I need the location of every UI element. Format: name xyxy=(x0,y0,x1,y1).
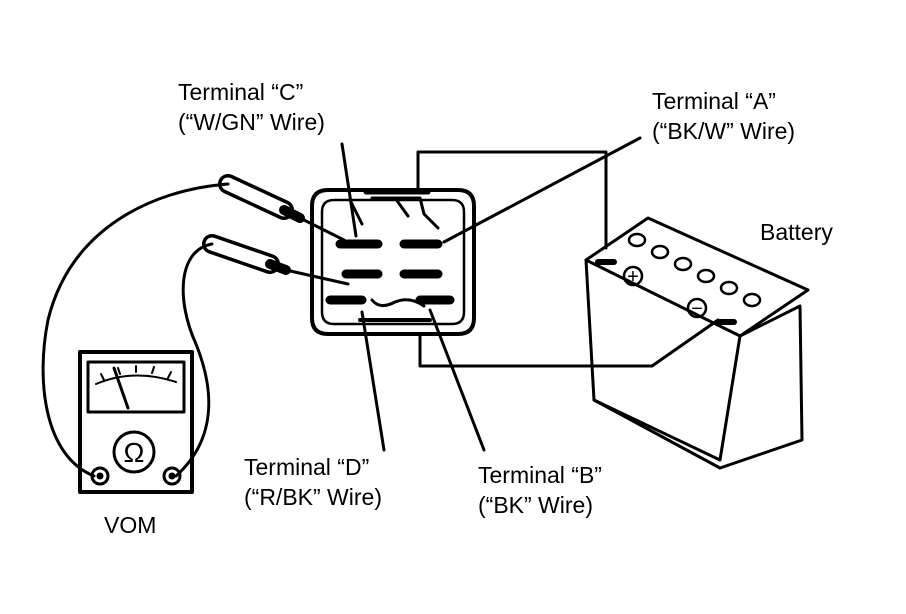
negative-marking xyxy=(686,297,708,319)
connector xyxy=(310,188,476,336)
svg-text:+: + xyxy=(627,266,639,288)
terminal-a-name: Terminal “A” xyxy=(652,88,776,114)
leader-terminal-c xyxy=(340,142,358,238)
lead-red xyxy=(174,242,214,478)
terminal-d-label: Terminal “D” (“R/BK” Wire) xyxy=(244,452,382,512)
lead-black xyxy=(41,182,230,478)
svg-text:−: − xyxy=(691,298,703,320)
leader-lines xyxy=(340,136,642,452)
battery: + − xyxy=(584,216,810,470)
ohm-symbol: Ω xyxy=(124,437,145,468)
terminal-b-label: Terminal “B” (“BK” Wire) xyxy=(478,460,602,520)
battery-label: Battery xyxy=(760,219,833,245)
leader-terminal-d xyxy=(360,310,386,452)
vom-meter: Ω xyxy=(78,350,194,494)
terminal-b-name: Terminal “B” xyxy=(478,462,602,488)
positive-marking xyxy=(622,265,644,287)
negative-wire xyxy=(418,318,720,368)
probes xyxy=(41,174,350,478)
selector-dial xyxy=(112,430,156,474)
terminal-a-label: Terminal “A” (“BK/W” Wire) xyxy=(652,86,795,146)
battery-wires xyxy=(416,150,720,368)
leader-terminal-a xyxy=(442,136,642,244)
terminal-d-wire: (“R/BK” Wire) xyxy=(244,484,382,510)
meter-needle xyxy=(112,366,130,410)
terminal-c-name: Terminal “C” xyxy=(178,79,304,105)
positive-wire xyxy=(416,150,608,250)
terminal-c-wire: (“W/GN” Wire) xyxy=(178,109,325,135)
meter-scale xyxy=(86,360,186,414)
terminal-a-wire: (“BK/W” Wire) xyxy=(652,118,796,144)
jack-right xyxy=(162,466,182,486)
jack-left xyxy=(90,466,110,486)
terminal-c-label: Terminal “C” (“W/GN” Wire) xyxy=(178,77,325,137)
leader-terminal-b xyxy=(428,308,486,452)
terminal-b-wire: (“BK” Wire) xyxy=(478,492,593,518)
vom-label: VOM xyxy=(104,512,157,538)
terminal-d-name: Terminal “D” xyxy=(244,454,370,480)
